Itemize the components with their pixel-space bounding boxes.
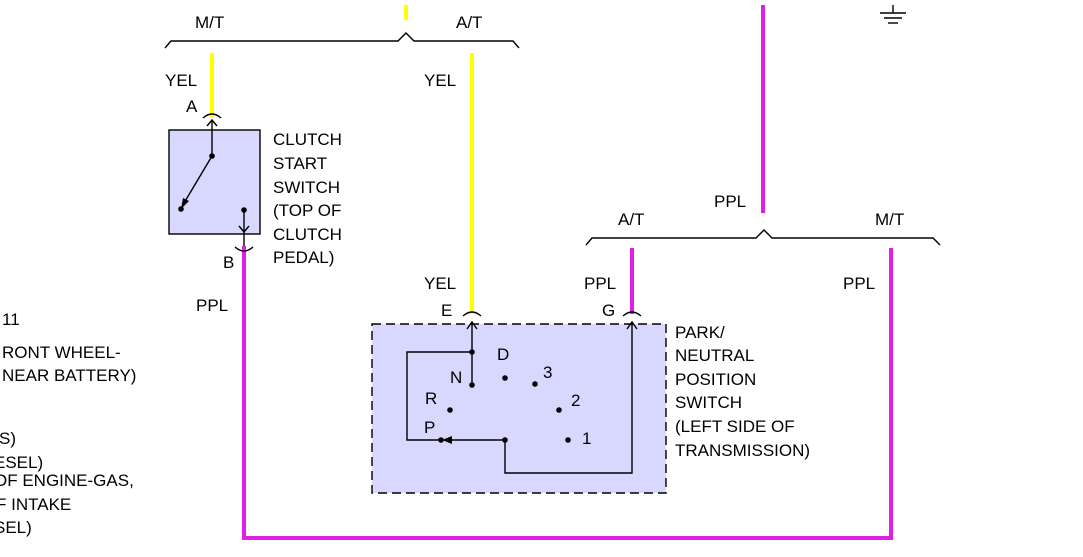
- top-option-bracket: [164, 32, 520, 49]
- gear-r-label: R: [425, 389, 437, 408]
- left-note-3: NEAR BATTERY): [2, 366, 136, 385]
- ppl-label-b: PPL: [196, 296, 228, 315]
- pn-switch-line-4: SWITCH: [675, 393, 742, 412]
- pin-b-label: B: [223, 253, 234, 272]
- gear-n-label: N: [450, 368, 462, 387]
- pn-switch-line-5: (LEFT SIDE OF: [675, 417, 795, 436]
- left-note-5: ESEL): [0, 453, 43, 472]
- park-neutral-position-switch: [371, 311, 667, 494]
- gear-1-label: 1: [582, 429, 591, 448]
- left-note-6: OF ENGINE-GAS,: [0, 471, 134, 490]
- at-label-top: A/T: [456, 13, 482, 32]
- pn-switch-line-2: NEUTRAL: [675, 346, 754, 365]
- gear-3-label: 3: [543, 363, 552, 382]
- ppl-label-right: PPL: [843, 274, 875, 293]
- gear-2-label: 2: [571, 391, 580, 410]
- pn-switch-line-3: POSITION: [675, 370, 756, 389]
- ppl-label-top: PPL: [714, 192, 746, 211]
- yel-label-clutch: YEL: [165, 71, 197, 90]
- left-note-1: 11: [2, 310, 20, 329]
- pn-switch-line-6: TRANSMISSION): [675, 441, 810, 460]
- mt-label-top: M/T: [195, 13, 224, 32]
- yel-label-mid: YEL: [424, 71, 456, 90]
- left-note-2: RONT WHEEL-: [2, 343, 121, 362]
- pn-switch-line-1: PARK/: [675, 323, 725, 342]
- yel-label-e: YEL: [424, 274, 456, 293]
- gear-d-label: D: [497, 345, 509, 364]
- gear-p-label: P: [424, 418, 435, 437]
- right-option-bracket: [585, 229, 941, 246]
- wire-purple-return: [242, 246, 893, 540]
- clutch-switch-line-6: PEDAL): [273, 248, 334, 267]
- clutch-switch-line-2: START: [273, 154, 327, 173]
- left-note-4: S): [0, 429, 16, 448]
- left-note-8: SEL): [0, 518, 32, 537]
- clutch-switch-line-1: CLUTCH: [273, 130, 342, 149]
- pin-g-label: G: [602, 301, 615, 320]
- at-label-right: A/T: [618, 210, 644, 229]
- ppl-label-g: PPL: [584, 274, 616, 293]
- clutch-switch-line-3: SWITCH: [273, 178, 340, 197]
- clutch-switch-line-5: CLUTCH: [273, 225, 342, 244]
- pin-e-label: E: [441, 301, 452, 320]
- pin-a-label: A: [186, 97, 198, 116]
- mt-label-right: M/T: [875, 210, 904, 229]
- clutch-switch-line-4: (TOP OF: [273, 201, 341, 220]
- left-note-7: F INTAKE: [0, 495, 71, 514]
- ground-icon: [880, 5, 906, 24]
- clutch-start-switch: [168, 113, 261, 252]
